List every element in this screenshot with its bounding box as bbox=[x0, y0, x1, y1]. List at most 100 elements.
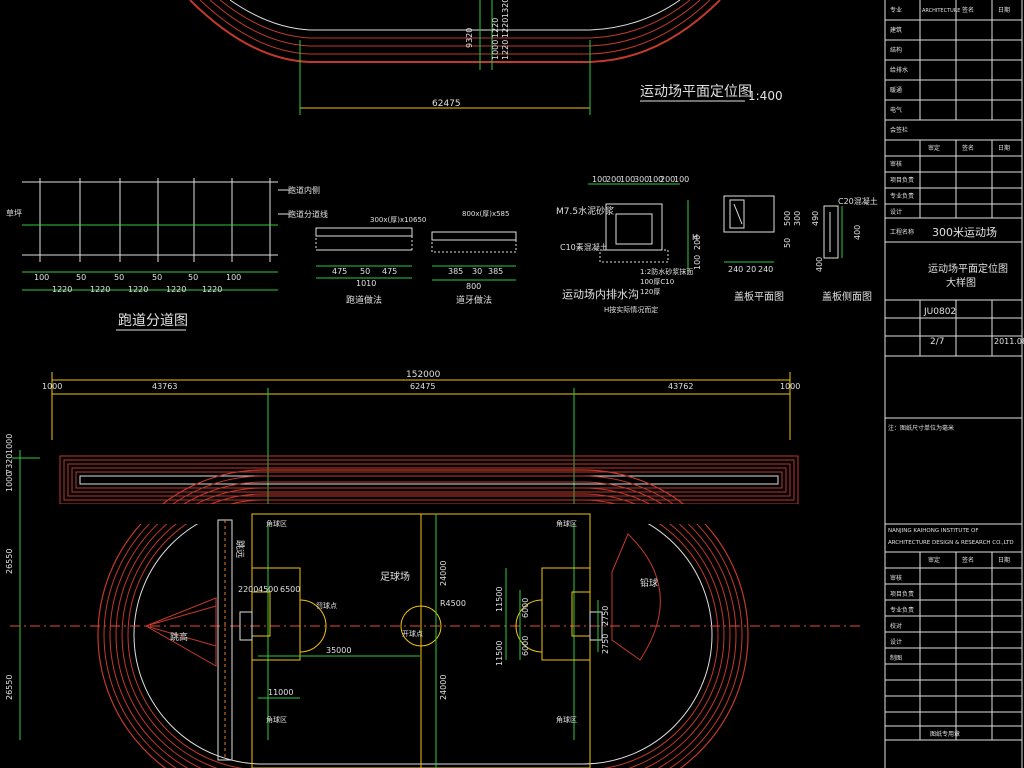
top-plan-scale: 1:400 bbox=[748, 89, 783, 103]
tb-top-h0: 专业 bbox=[890, 6, 902, 14]
drain-dim-top-0: 100 bbox=[592, 175, 607, 184]
section-a-dim-0: 1010 bbox=[356, 279, 376, 288]
drain-dim-top-4: 100 bbox=[648, 175, 663, 184]
label-corner-1: 角球区 bbox=[266, 519, 287, 528]
section-a-dim-3: 475 bbox=[382, 267, 397, 276]
main-dim-inner-8: 11500 bbox=[495, 587, 504, 612]
tb-top-h3: 日期 bbox=[998, 6, 1010, 14]
cover-section-title: 盖板侧面图 bbox=[822, 290, 872, 303]
cover-plan bbox=[723, 195, 775, 263]
drain-dim-top-1: 200 bbox=[606, 175, 621, 184]
lane-dim-8: 50 bbox=[188, 273, 198, 282]
main-dim-inner-3: 35000 bbox=[326, 646, 351, 655]
main-plan bbox=[10, 372, 860, 768]
main-dim-top-0: 1000 bbox=[42, 382, 62, 391]
cover-plan-dim-v0: 500 bbox=[783, 211, 792, 226]
lane-label-line: 跑道分道线 bbox=[288, 209, 328, 219]
tb-project-label: 工程名称 bbox=[890, 228, 914, 236]
drain-label-1: C10素混凝土 bbox=[560, 242, 608, 252]
main-dim-total: 152000 bbox=[406, 370, 441, 380]
tb-project: 300米运动场 bbox=[932, 225, 997, 239]
section-b bbox=[431, 231, 517, 281]
top-dim-v3: 1220 bbox=[491, 18, 500, 38]
main-dim-top-4: 1000 bbox=[780, 382, 800, 391]
label-corner-4: 角球区 bbox=[556, 715, 577, 724]
main-dim-inner-10: 6000 bbox=[521, 598, 530, 618]
main-dim-inner-9: 11500 bbox=[495, 641, 504, 666]
main-dim-inner-0: 2200 bbox=[238, 585, 258, 594]
main-dim-inner-7: R4500 bbox=[440, 599, 466, 608]
cover-section-dim-1: 400 bbox=[815, 257, 824, 272]
tb-r3-r3: 专业负责 bbox=[890, 606, 914, 614]
lane-label-inner: 跑道内侧 bbox=[288, 185, 320, 195]
section-b-dim-2: 385 bbox=[488, 267, 503, 276]
cover-plan-dim-0: 240 bbox=[728, 265, 743, 274]
label-corner-2: 角球区 bbox=[556, 519, 577, 528]
lane-dim-6: 50 bbox=[152, 273, 162, 282]
tb-r2-h2: 日期 bbox=[998, 144, 1010, 152]
top-track-outer bbox=[189, 0, 721, 63]
top-plan-title: 运动场平面定位图 bbox=[640, 84, 752, 100]
main-dim-inner-6: 24000 bbox=[439, 675, 448, 700]
lane-dim-2: 50 bbox=[76, 273, 86, 282]
tb-r3-h0: 审定 bbox=[928, 556, 940, 564]
cover-plan-title: 盖板平面图 bbox=[734, 290, 784, 303]
cover-section-dim-2: 490 bbox=[811, 211, 820, 226]
drain-dim-r1: 200 bbox=[693, 235, 702, 250]
main-dim-top-3: 43762 bbox=[668, 382, 693, 391]
drain-label-2: 1:2防水砂浆抹面 bbox=[640, 267, 693, 276]
section-a-title: 跑道做法 bbox=[346, 294, 382, 306]
lane-detail-title: 跑道分道图 bbox=[118, 313, 188, 329]
main-dim-left-4: 26550 bbox=[5, 675, 14, 700]
main-dim-top-1: 43763 bbox=[152, 382, 177, 391]
cover-plan-dim-v2: 50 bbox=[783, 238, 792, 248]
tb-top-r1: 建筑 bbox=[890, 26, 902, 34]
main-dim-inner-11: 6000 bbox=[521, 636, 530, 656]
top-track-lane bbox=[219, 0, 691, 39]
lane-dim-3: 1220 bbox=[90, 285, 110, 294]
top-dim-v6: 1320 bbox=[501, 0, 510, 18]
cover-section-dim-0: 400 bbox=[853, 225, 862, 240]
title-block-frame bbox=[884, 0, 1023, 768]
tb-r2-r4: 设计 bbox=[890, 208, 902, 216]
tb-top-r3: 给排水 bbox=[890, 66, 908, 74]
lane-label-grass: 草坪 bbox=[6, 208, 22, 218]
main-dim-inner-12: 2750 bbox=[601, 606, 610, 626]
tb-top-r4: 暖通 bbox=[890, 86, 902, 94]
top-plan bbox=[189, 0, 721, 115]
cover-plan-dim-1: 20 bbox=[746, 265, 756, 274]
tb-r2-r3: 专业负责 bbox=[890, 192, 914, 200]
section-a-note: 300x(厚)x10650 bbox=[370, 216, 426, 224]
tb-r2-r2: 项目负责 bbox=[890, 176, 914, 184]
lane-dim-5: 1220 bbox=[128, 285, 148, 294]
drain-dim-h: H bbox=[692, 233, 698, 242]
lane-dim-10: 100 bbox=[226, 273, 241, 282]
main-dim-left-0: 1000 bbox=[5, 472, 14, 492]
top-dim-v4: 1220 bbox=[501, 40, 510, 60]
top-dim-v1: 9320 bbox=[465, 28, 474, 48]
section-b-dim-1: 30 bbox=[472, 267, 482, 276]
tb-institute-1: NANJING KAIHONG INSTITUTE OF bbox=[888, 528, 979, 534]
label-shot-put: 铅球 bbox=[640, 577, 658, 589]
label-center: 开球点 bbox=[402, 629, 423, 638]
drain-label-0: M7.5水泥砂浆 bbox=[556, 205, 614, 217]
section-b-title: 道牙做法 bbox=[456, 294, 492, 306]
section-b-dim-0: 385 bbox=[448, 267, 463, 276]
main-dim-inner-4: 11000 bbox=[268, 688, 293, 697]
tb-r2-r1: 审核 bbox=[890, 160, 902, 168]
drain-dim-top-2: 100 bbox=[620, 175, 635, 184]
lane-dim-4: 50 bbox=[114, 273, 124, 282]
top-dim-width: 62475 bbox=[432, 99, 461, 109]
drain-detail bbox=[588, 183, 689, 270]
tb-top-h1: ARCHITECTURE bbox=[922, 8, 960, 14]
section-b-note: 800x(厚)x585 bbox=[462, 210, 509, 218]
drain-label-5: H按实际情况而定 bbox=[604, 305, 658, 314]
tb-r3-h1: 签名 bbox=[962, 556, 974, 564]
tb-r2-h0: 审定 bbox=[928, 144, 940, 152]
tb-r3-r5: 设计 bbox=[890, 638, 902, 646]
top-track-lane bbox=[199, 0, 711, 55]
section-b-dim-3: 800 bbox=[466, 282, 481, 291]
main-dim-left-2: 1000 bbox=[5, 434, 14, 454]
lane-dim-0: 100 bbox=[34, 273, 49, 282]
